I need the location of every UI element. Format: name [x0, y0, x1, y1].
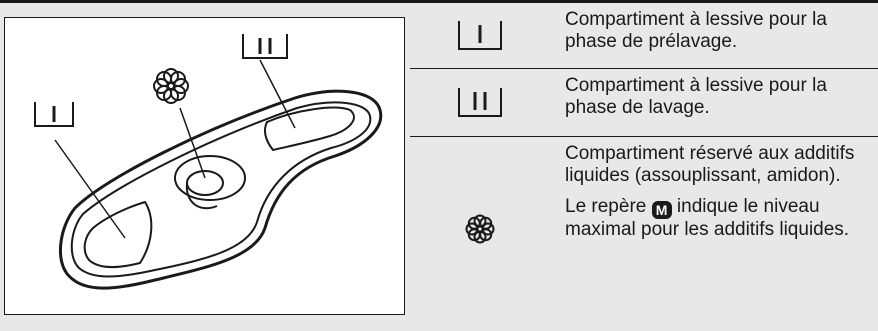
legend-row-softener: Compartiment réservé aux additifs liquid… [410, 137, 878, 321]
legend-text-wash: Compartiment à lessive pour la phase de … [565, 75, 870, 119]
flower-softener-icon [410, 137, 550, 321]
legend-note: Le repère M indique le niveau maximal po… [565, 196, 870, 241]
wash-compartment-icon [410, 69, 550, 136]
legend-row-prewash: Compartiment à lessive pour la phase de … [410, 3, 878, 69]
legend-text: Compartiment à lessive pour la phase de … [565, 75, 827, 118]
legend-text: Compartiment à lessive pour la phase de … [565, 9, 827, 52]
note-before: Le repère [565, 196, 647, 217]
prewash-compartment-icon [410, 3, 550, 68]
top-rule [0, 0, 878, 3]
flower-softener-icon [153, 68, 189, 104]
legend-table: Compartiment à lessive pour la phase de … [410, 3, 878, 321]
legend-text: Compartiment réservé aux additifs liquid… [565, 143, 855, 186]
note-after: indique le niveau maximal pour les addit… [565, 196, 850, 240]
legend-row-wash: Compartiment à lessive pour la phase de … [410, 69, 878, 137]
drawer-illustration [4, 17, 405, 315]
legend-text-softener: Compartiment réservé aux additifs liquid… [565, 143, 870, 241]
max-mark-icon: M [651, 201, 672, 219]
wash-compartment-icon [242, 34, 288, 59]
legend-text-prewash: Compartiment à lessive pour la phase de … [565, 9, 870, 53]
prewash-compartment-icon [34, 102, 74, 127]
drawer-drawing [34, 34, 383, 290]
